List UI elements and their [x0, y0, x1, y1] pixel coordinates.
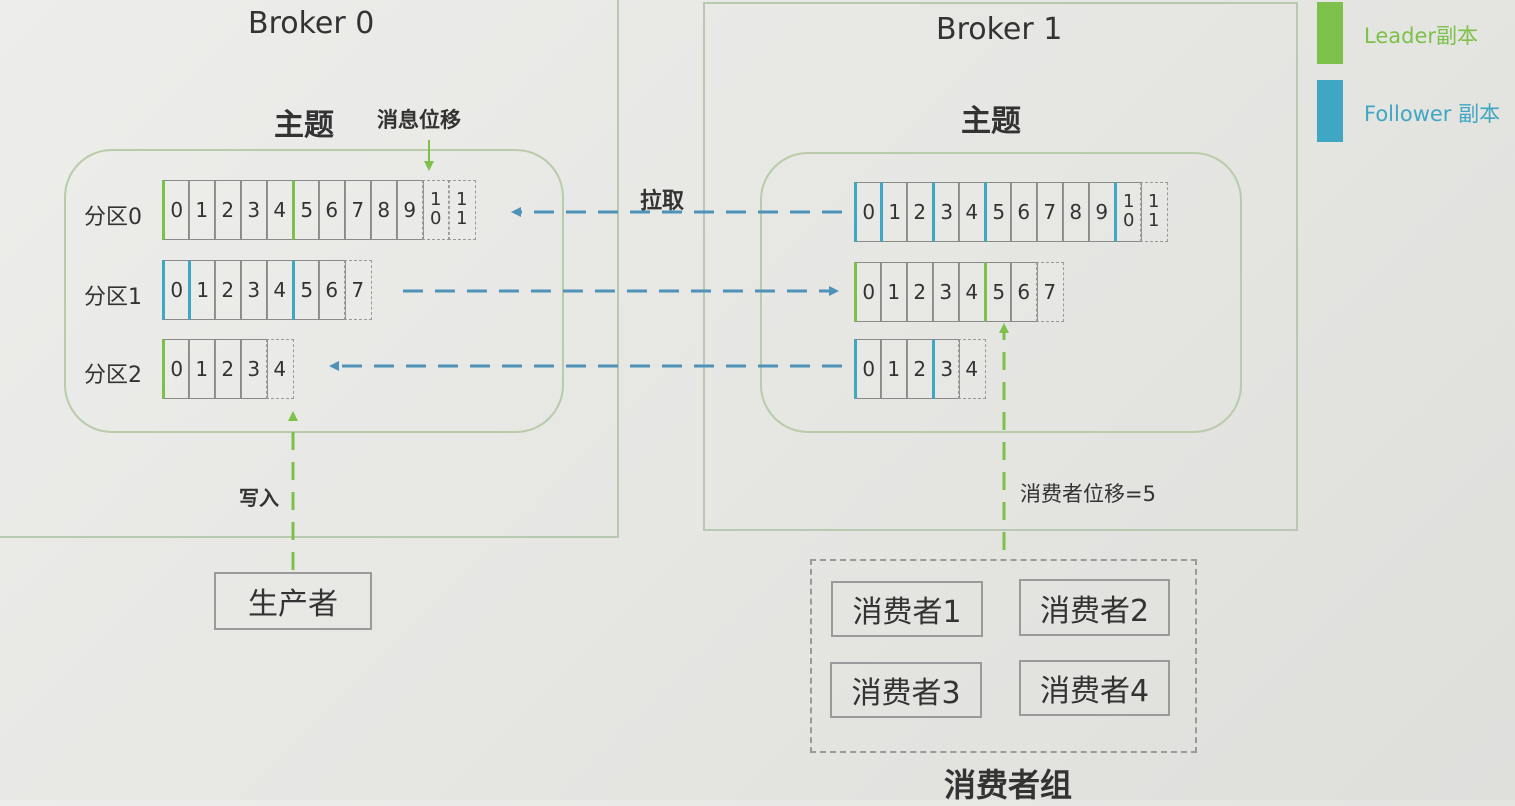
log-entry: 2: [906, 339, 934, 399]
log-entry: 2: [214, 260, 242, 320]
log-entry: 8: [1062, 182, 1090, 242]
log-entry: 7: [1036, 182, 1064, 242]
broker-1-topic-title: 主题: [961, 104, 1021, 139]
log-entry: 6: [1010, 262, 1038, 322]
log-entry: 5: [984, 182, 1012, 242]
broker-0-box: [0, 0, 619, 538]
log-entry: 4: [958, 182, 986, 242]
broker-0-title: Broker 0: [248, 6, 375, 41]
broker-0-partition-1-log: 0 1 2 3 4 5 6 7: [162, 260, 372, 320]
log-entry: 3: [240, 180, 268, 240]
log-entry: 3: [932, 262, 960, 322]
log-entry: 1: [188, 339, 216, 399]
consumer-1-box: 消费者1: [831, 581, 983, 637]
broker-0-partition-0-label: 分区0: [84, 205, 142, 230]
broker-1-partition-1-log: 0 1 2 3 4 5 6 7: [854, 262, 1064, 322]
log-entry: 0: [854, 262, 882, 322]
log-entry: 5: [984, 262, 1012, 322]
log-entry: 7: [344, 260, 372, 320]
log-entry: 3: [932, 339, 960, 399]
log-entry: 8: [370, 180, 398, 240]
consumer-2-box: 消费者2: [1019, 579, 1170, 636]
broker-1-title: Broker 1: [936, 12, 1063, 47]
log-entry: 3: [240, 339, 268, 399]
log-entry: 5: [292, 180, 320, 240]
log-entry: 4: [266, 260, 294, 320]
broker-0-partition-2-log: 0 1 2 3 4: [162, 339, 294, 399]
log-entry: 1: [188, 260, 216, 320]
consumer-offset-label: 消费者位移=5: [1020, 482, 1156, 506]
follower-legend-label: Follower 副本: [1364, 102, 1501, 126]
log-entry: 1: [188, 180, 216, 240]
consumer-3-box: 消费者3: [830, 662, 982, 718]
log-entry: 2: [214, 339, 242, 399]
log-entry: 5: [292, 260, 320, 320]
log-entry: 4: [266, 339, 294, 399]
log-entry: 6: [318, 180, 346, 240]
log-entry: 0: [162, 339, 190, 399]
log-entry: 0: [854, 339, 882, 399]
consumer-4-box: 消费者4: [1019, 660, 1170, 716]
log-entry: 7: [344, 180, 372, 240]
log-entry: 3: [932, 182, 960, 242]
message-offset-label: 消息位移: [377, 108, 461, 132]
log-entry: 2: [214, 180, 242, 240]
consumer-group-label: 消费者组: [944, 766, 1073, 804]
leader-legend-swatch: [1317, 2, 1343, 64]
broker-0-partition-2-label: 分区2: [84, 363, 142, 388]
follower-legend-swatch: [1317, 80, 1343, 142]
log-entry: 9: [396, 180, 424, 240]
broker-0-topic-title: 主题: [274, 108, 334, 143]
log-entry: 2: [906, 262, 934, 322]
log-entry: 1: [880, 262, 908, 322]
consumer-group-box: [810, 559, 1197, 753]
log-entry: 4: [958, 339, 986, 399]
log-entry: 7: [1036, 262, 1064, 322]
broker-0-partition-1-label: 分区1: [84, 285, 142, 310]
producer-box: 生产者: [214, 572, 372, 630]
log-entry: 0: [162, 180, 190, 240]
log-entry: 1: [880, 182, 908, 242]
log-entry: 3: [240, 260, 268, 320]
log-entry: 6: [318, 260, 346, 320]
log-entry: 6: [1010, 182, 1038, 242]
broker-1-partition-2-log: 0 1 2 3 4: [854, 339, 986, 399]
log-entry: 1: [880, 339, 908, 399]
broker-1-box: [703, 2, 1298, 531]
pull-label: 拉取: [640, 189, 685, 214]
leader-legend-label: Leader副本: [1364, 24, 1479, 48]
log-entry: 4: [958, 262, 986, 322]
write-label: 写入: [239, 486, 279, 510]
